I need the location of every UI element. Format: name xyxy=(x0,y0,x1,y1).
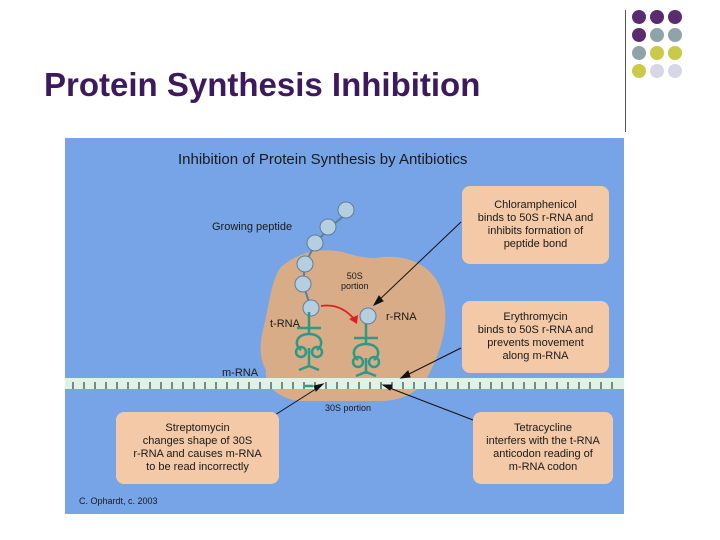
decorative-dot xyxy=(632,64,646,78)
callout-line: changes shape of 30S xyxy=(142,435,253,447)
amino-acid xyxy=(319,218,337,236)
callout-line: interfers with the t-RNA xyxy=(486,435,600,447)
mrna-label: m-RNA xyxy=(222,367,259,379)
portion-50s-label: 50S portion xyxy=(341,271,369,291)
callout-line: r-RNA and causes m-RNA xyxy=(133,448,262,460)
growing-peptide-label: Growing peptide xyxy=(212,221,293,233)
callout-line: m-RNA codon xyxy=(508,461,578,473)
callout-line: binds to 50S r-RNA and xyxy=(477,212,594,224)
mrna-strand xyxy=(65,378,624,389)
mrna-codon-ticks xyxy=(72,382,613,389)
rrna-label: r-RNA xyxy=(386,311,417,323)
antibiotics-diagram: Inhibition of Protein Synthesis by Antib… xyxy=(65,138,624,514)
amino-acid xyxy=(306,234,324,252)
callout-line: anticodon reading of xyxy=(493,448,593,460)
credit-label: C. Ophardt, c. 2003 xyxy=(79,496,158,506)
portion-50s-word: portion xyxy=(341,281,369,291)
decorative-dot xyxy=(650,10,664,24)
callout-line: inhibits formation of xyxy=(487,225,584,237)
amino-acid xyxy=(302,299,320,317)
callout-erythromycin: Erythromycin binds to 50S r-RNA and prev… xyxy=(462,301,609,373)
title-divider xyxy=(625,10,626,132)
peptide-transfer-arrowhead xyxy=(349,315,358,324)
callout-line: to be read incorrectly xyxy=(146,461,249,473)
slide-title: Protein Synthesis Inhibition xyxy=(44,66,481,103)
callout-line: prevents movement xyxy=(487,337,584,349)
callout-line: peptide bond xyxy=(503,238,568,250)
decorative-dot xyxy=(632,46,646,60)
amino-acid xyxy=(337,201,355,219)
callout-tetracycline: Tetracycline interfers with the t-RNA an… xyxy=(473,412,613,484)
callout-line: along m-RNA xyxy=(502,350,569,362)
callout-line: Chloramphenicol xyxy=(494,199,577,211)
callout-streptomycin: Streptomycin changes shape of 30S r-RNA … xyxy=(116,412,279,484)
decorative-dot xyxy=(650,28,664,42)
callout-line: Tetracycline xyxy=(513,422,573,434)
trna-right xyxy=(351,324,381,378)
callout-line: Erythromycin xyxy=(503,311,568,323)
amino-acid xyxy=(294,275,312,293)
callout-chloramphenicol: Chloramphenicol binds to 50S r-RNA and i… xyxy=(462,186,609,264)
decorative-dot xyxy=(668,46,682,60)
portion-30s-label: 30S portion xyxy=(325,403,372,413)
trna-label: t-RNA xyxy=(270,318,300,330)
amino-acid xyxy=(359,307,377,325)
decorative-dot xyxy=(632,10,646,24)
amino-acid xyxy=(296,255,314,273)
callout-line: Streptomycin xyxy=(165,422,230,434)
decorative-dot xyxy=(668,10,682,24)
amino-acids xyxy=(294,201,377,325)
decorative-dot xyxy=(632,28,646,42)
figure-title: Inhibition of Protein Synthesis by Antib… xyxy=(178,151,468,168)
decorative-dot xyxy=(668,64,682,78)
decorative-dot xyxy=(650,64,664,78)
portion-50s-number: 50S xyxy=(346,271,363,281)
decorative-dot xyxy=(650,46,664,60)
decorative-dot xyxy=(668,28,682,42)
trna-left xyxy=(294,312,324,388)
callout-line: binds to 50S r-RNA and xyxy=(477,324,594,336)
peptide-transfer-arrow xyxy=(320,304,356,321)
